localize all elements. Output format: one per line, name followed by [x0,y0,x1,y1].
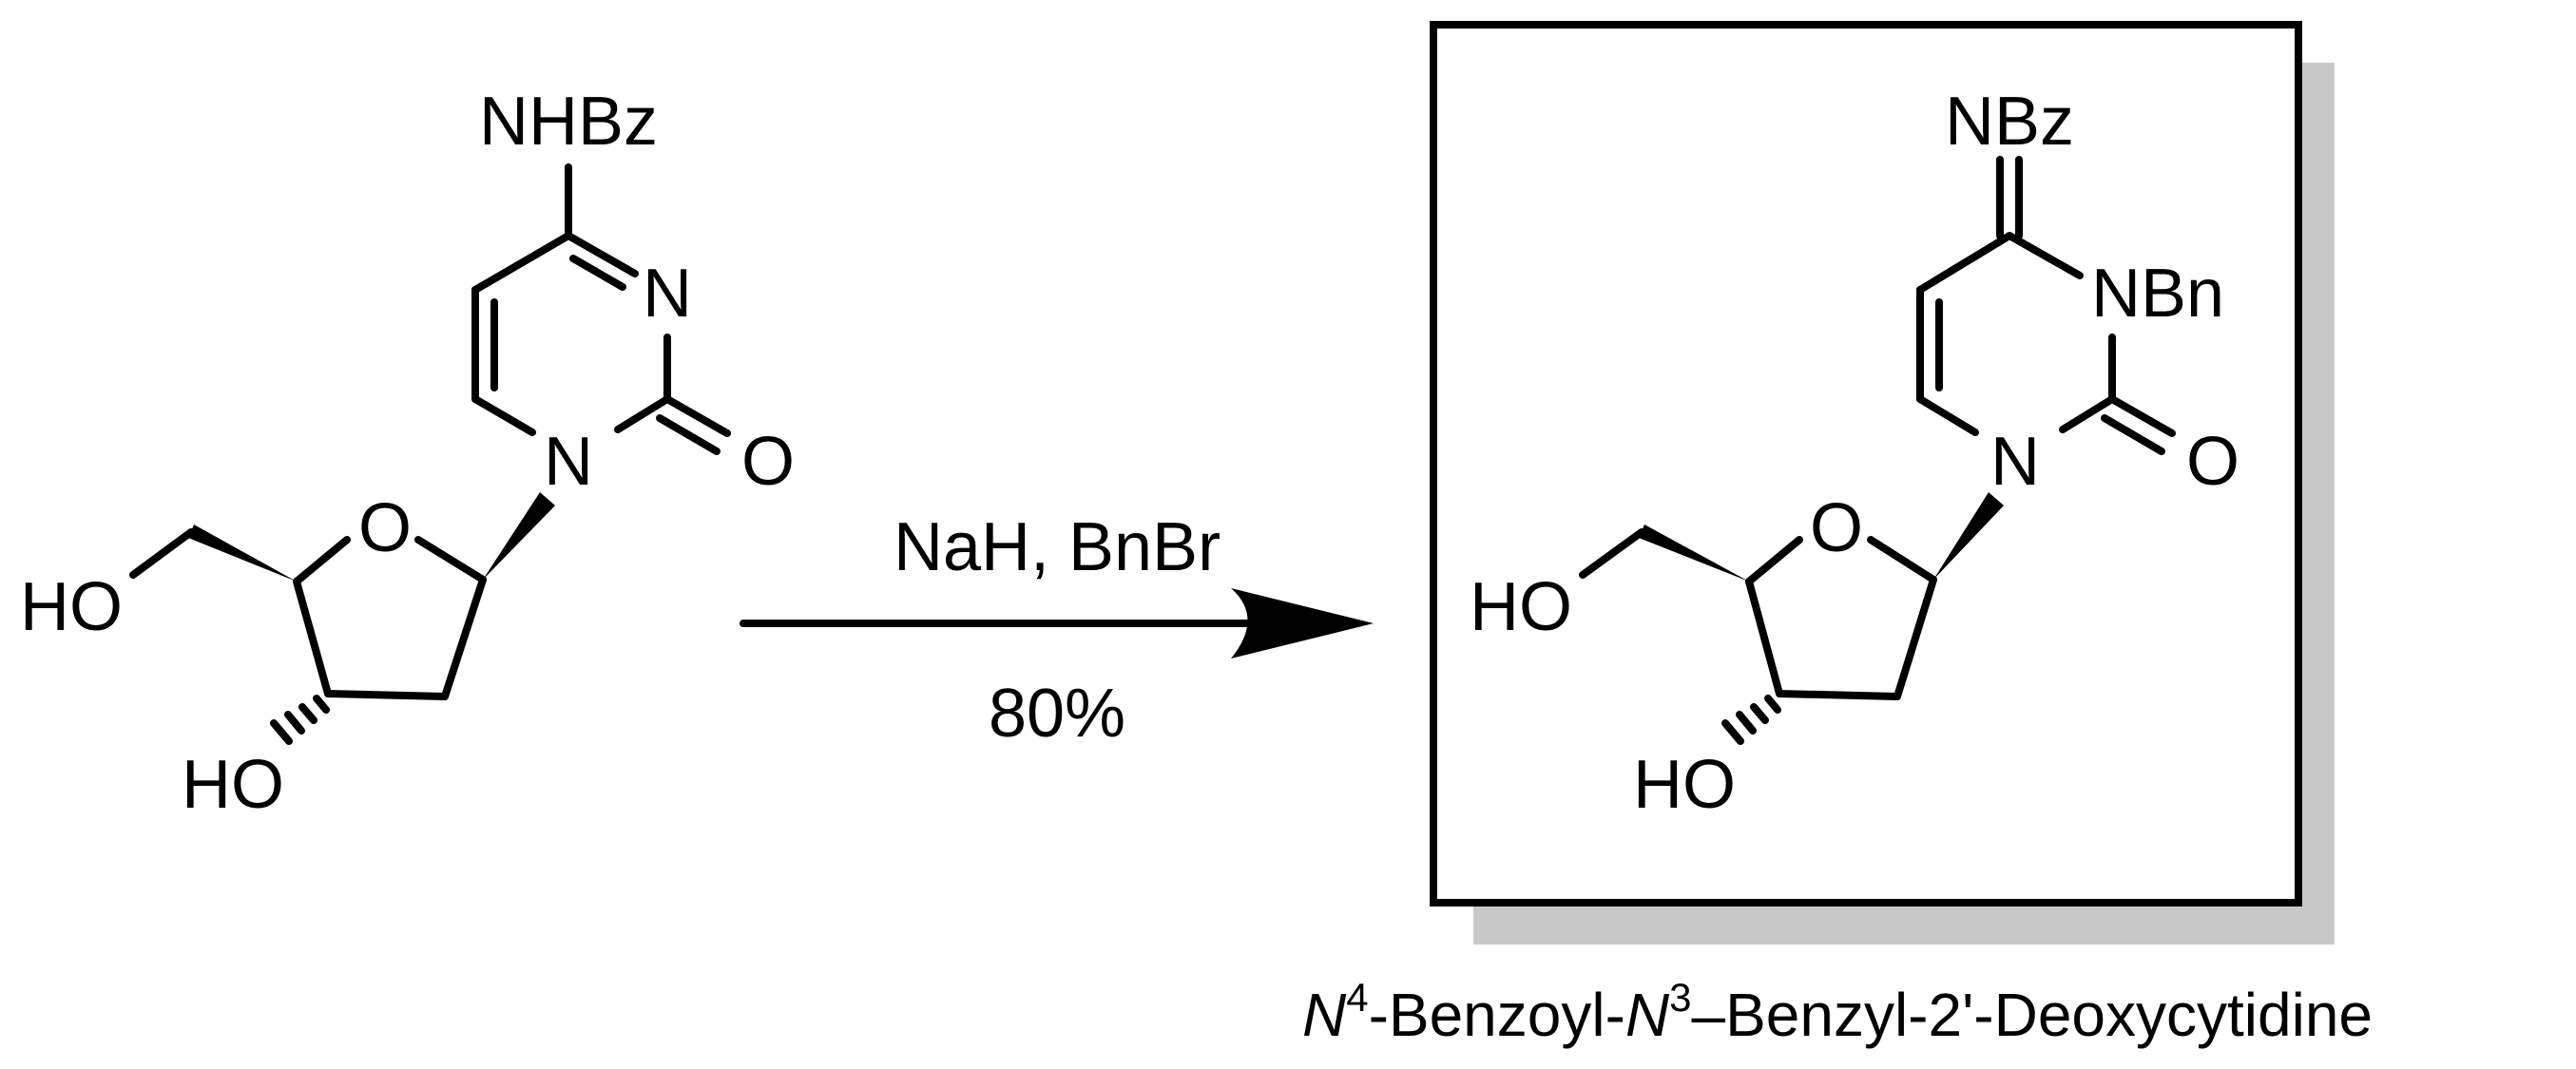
label-ho-3prime: HO [1633,747,1736,823]
name-mid: -Benzoyl- [1369,981,1625,1049]
bond-c4-c5 [1916,232,2013,294]
bond-c4-n3 [565,232,639,277]
yield-label: 80% [989,676,1125,752]
product-bonds [1579,156,2176,745]
product-structure: NBz NBn O N O HO HO [1470,84,2240,823]
bond-c5-oh [1579,528,1645,579]
bond-c2-c3 [324,690,449,700]
wedge-c1-n1 [483,492,555,580]
label-n1: N [1990,424,2040,500]
wedge-c1-n1 [1933,492,2004,580]
label-nhbz: NHBz [479,84,658,160]
bond-c1-c2 [441,576,487,700]
bond-c4-n3-double [569,255,626,291]
label-carbonyl-o: O [741,424,795,500]
bond-c1-o4 [414,536,487,583]
label-ho-3prime: HO [182,747,284,823]
bond-c2-o [663,395,731,437]
label-ho-5prime: HO [20,569,123,645]
bond-c3-c4 [293,578,332,697]
product-name: N4-Benzoyl-N3–Benzyl-2'-Deoxycytidine [1302,975,2373,1049]
label-carbonyl-o: O [2186,424,2240,500]
name-sup4: 4 [1346,975,1368,1020]
bond-c4-n3 [2006,232,2084,279]
bond-c4-o4 [1745,536,1803,585]
reactant-atom-labels: NHBz N O N O HO HO [20,84,795,823]
name-rest: –Benzyl-2'-Deoxycytidine [1691,981,2373,1049]
label-n3: N [643,256,692,332]
wedge-c4-c5 [1639,525,1749,582]
bond-c6-n1 [471,395,536,436]
label-n1: N [544,424,593,500]
bond-c5-oh [129,528,195,579]
label-ho-5prime: HO [1470,569,1572,645]
bond-c1-o4 [1867,536,1937,583]
reaction-arrow [740,588,1374,659]
name-n3: N [1625,981,1670,1049]
label-nbz: NBz [1945,84,2074,160]
wedge-c4-c5 [188,525,297,582]
bond-c1-c2 [1894,576,1937,700]
name-n4: N [1302,981,1347,1049]
name-sup3: 3 [1669,975,1691,1020]
arrow-head [1231,588,1374,659]
bond-c4-o4 [293,536,351,585]
bond-c2-o-double [2101,414,2165,455]
label-nbn: NBn [2091,256,2224,332]
hash-c3-oh [270,695,330,745]
bond-c2-n1 [614,395,671,433]
label-ring-o: O [358,490,412,566]
reactant-bonds [129,163,731,745]
hash-c3-oh [1721,695,1781,745]
reactant-structure: NHBz N O N O HO HO [20,84,795,823]
bond-c2-n1 [2059,395,2116,433]
bond-c2-o-double [656,414,721,455]
bond-c2-o [2108,395,2176,437]
bond-c2-c3 [1776,690,1901,700]
bond-c3-c4 [1745,578,1783,697]
product-atom-labels: NBz NBn O N O HO HO [1470,84,2240,823]
bond-c4-c5 [471,232,572,294]
reagents-label: NaH, BnBr [894,509,1221,585]
label-ring-o: O [1810,490,1863,566]
product-box [1430,21,2302,907]
bond-c6-n1 [1916,395,1979,436]
